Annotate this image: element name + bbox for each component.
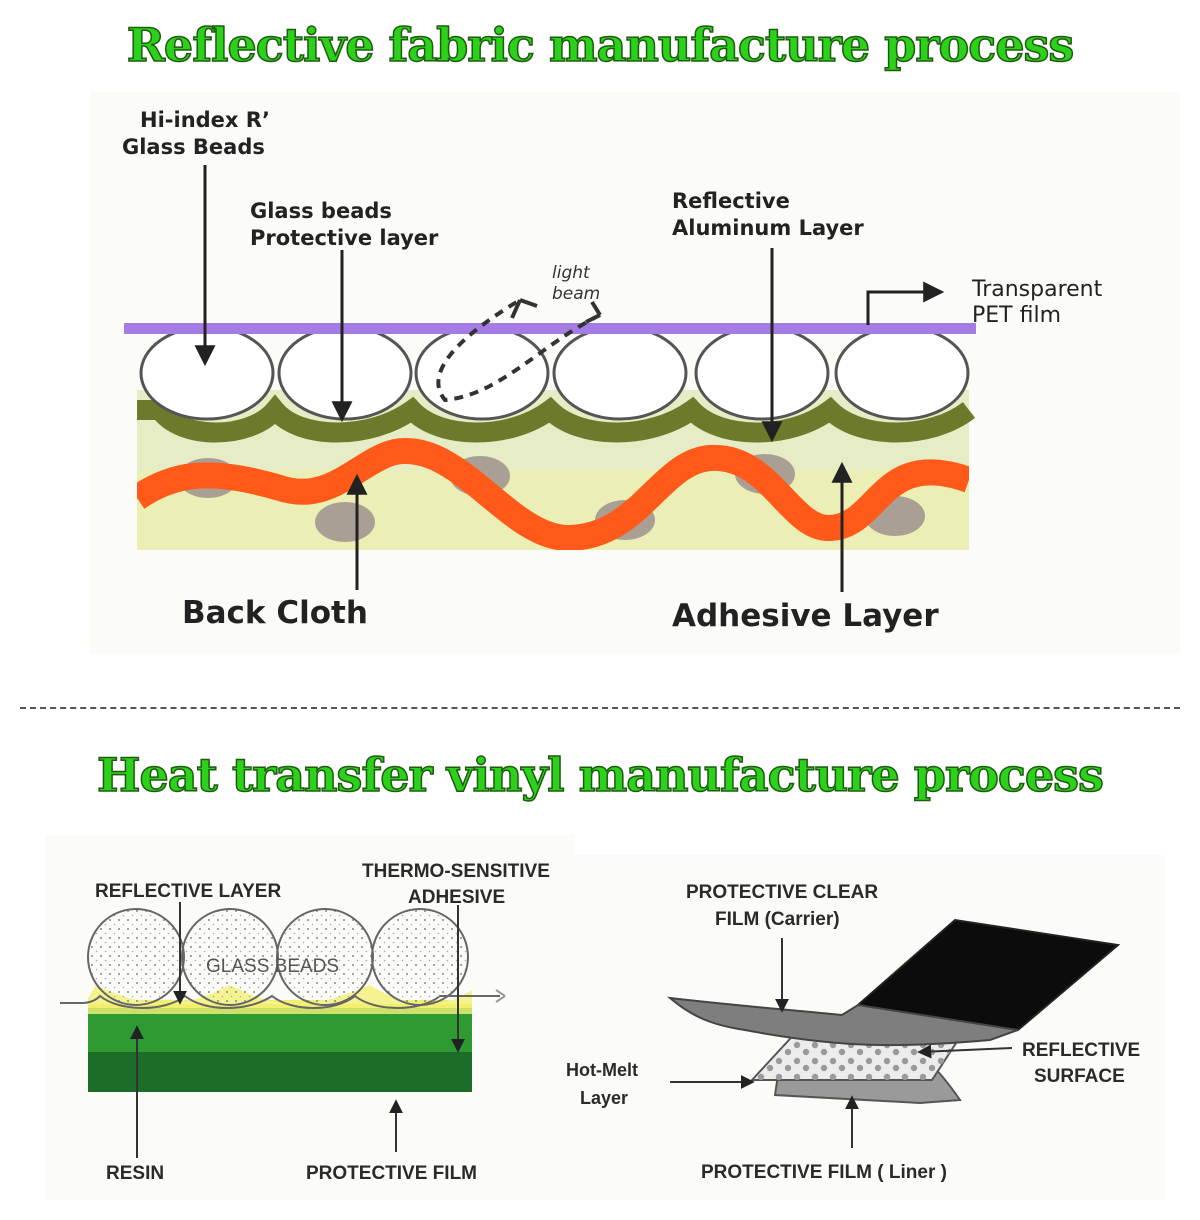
label-pet-2: PET film (972, 303, 1061, 328)
label-hot-melt-2: Layer (580, 1088, 628, 1108)
section-divider (20, 707, 1180, 709)
heat-transfer-diagram-right: PROTECTIVE CLEAR FILM (Carrier) Hot-Melt… (560, 855, 1165, 1200)
label-clear-film-1: PROTECTIVE CLEAR (686, 882, 878, 903)
label-pet-1: Transparent (971, 277, 1103, 302)
label-reflective-surface-2: SURFACE (1034, 1066, 1125, 1087)
reflective-fabric-diagram: Hi-index R’ Glass Beads Glass beads Prot… (90, 92, 1180, 654)
label-reflective-surface-1: REFLECTIVE (1022, 1040, 1140, 1061)
arrow-pet (866, 281, 945, 325)
label-protective-film: PROTECTIVE FILM (306, 1163, 477, 1184)
title-heat-transfer-vinyl: Heat transfer vinyl manufacture process (96, 747, 1104, 803)
heat-transfer-diagram-left: REFLECTIVE LAYER THERMO-SENSITIVE ADHESI… (45, 835, 575, 1200)
label-aluminum-1: Reflective (672, 189, 790, 213)
protective-film-layer (88, 1050, 472, 1092)
light-beam-path (436, 298, 601, 403)
label-adhesive-layer: Adhesive Layer (672, 598, 939, 634)
arrow-reflective-surface (917, 1044, 1013, 1059)
green-layer (88, 1012, 472, 1052)
label-thermo-2: ADHESIVE (408, 887, 505, 908)
label-protective-2: Protective layer (250, 226, 439, 250)
label-liner: PROTECTIVE FILM ( Liner ) (701, 1162, 947, 1183)
title-reflective-fabric: Reflective fabric manufacture process (126, 17, 1075, 73)
label-resin: RESIN (106, 1163, 164, 1184)
label-back-cloth: Back Cloth (182, 595, 368, 631)
label-glass-beads: GLASS BEADS (206, 956, 339, 977)
label-light-2: beam (552, 284, 600, 304)
label-hi-index-2: Glass Beads (122, 135, 265, 159)
aluminum-layer-wave (137, 394, 976, 443)
pet-film-strip (124, 323, 976, 334)
resin-layer (88, 985, 472, 1005)
label-aluminum-2: Aluminum Layer (672, 216, 864, 240)
label-light-1: light (552, 263, 591, 283)
glass-beads-small (87, 908, 469, 1006)
label-clear-film-2: FILM (Carrier) (715, 909, 840, 930)
label-hot-melt-1: Hot-Melt (566, 1060, 638, 1080)
label-hi-index-1: Hi-index R’ (140, 108, 270, 132)
label-thermo-1: THERMO-SENSITIVE (362, 861, 550, 882)
reflective-line (60, 994, 500, 1009)
back-cloth-wave (137, 438, 969, 550)
label-protective-1: Glass beads (250, 199, 392, 223)
label-reflective-layer: REFLECTIVE LAYER (95, 881, 281, 902)
